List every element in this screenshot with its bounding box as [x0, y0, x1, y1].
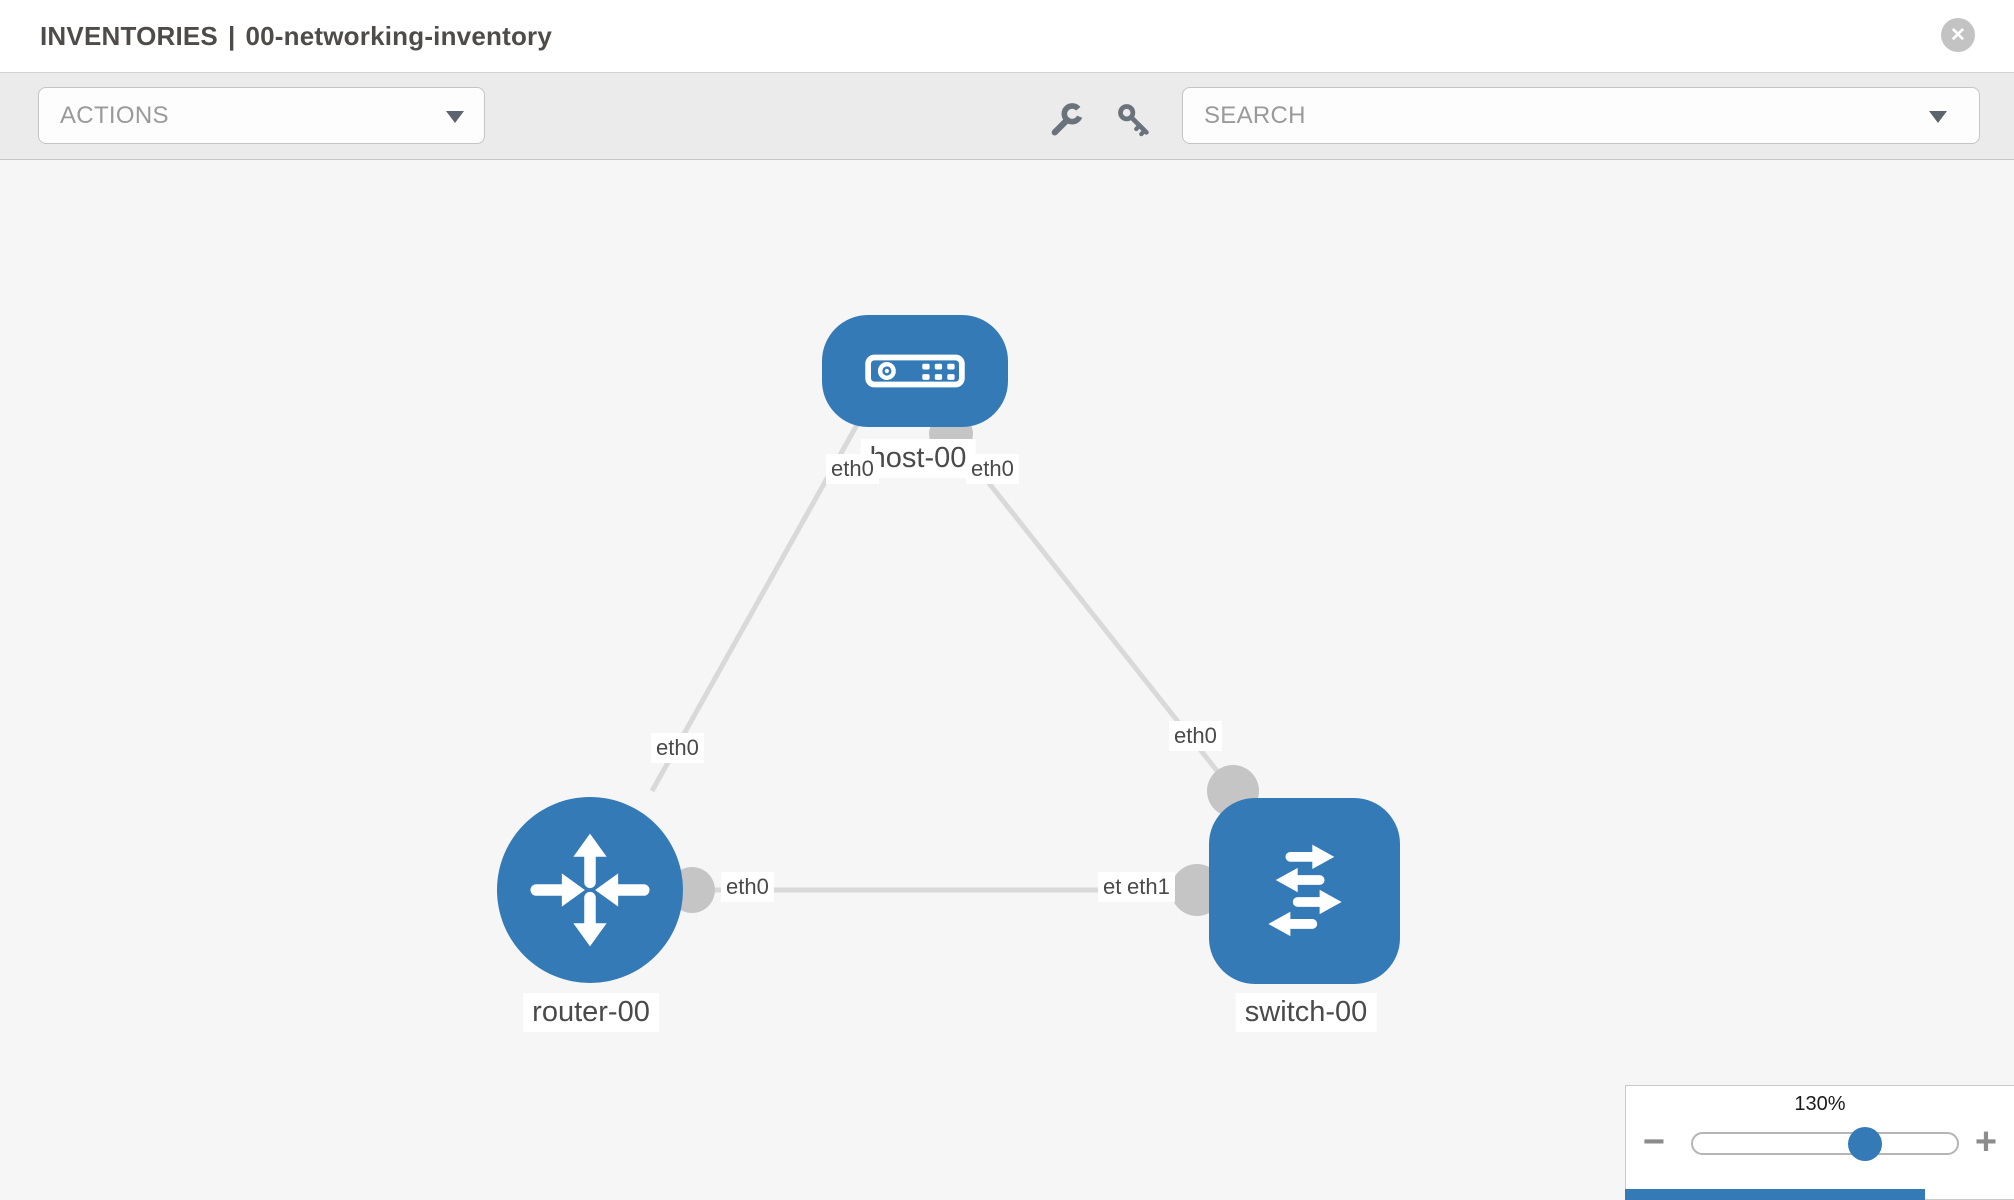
zoom-control-panel: 130% − +: [1625, 1085, 2014, 1200]
interface-label-router-eth0: eth0: [721, 872, 774, 902]
key-button[interactable]: [1112, 98, 1156, 142]
close-button[interactable]: ✕: [1941, 18, 1975, 52]
panel-bottom-accent: [1625, 1189, 1925, 1200]
zoom-out-button[interactable]: −: [1634, 1122, 1674, 1162]
actions-dropdown[interactable]: ACTIONS: [38, 87, 485, 144]
router-icon: [530, 833, 650, 947]
interface-label-switch-eth1: eth1: [1122, 872, 1175, 902]
wrench-icon: [1051, 103, 1084, 136]
page-title-section: INVENTORIES: [40, 20, 218, 51]
interface-label-router-link-eth0: eth0: [651, 733, 704, 763]
page-title: INVENTORIES | 00-networking-inventory: [40, 0, 552, 72]
switch-icon: [1267, 844, 1342, 937]
topology-canvas[interactable]: host-00 router-00 switch-00 eth0 eth0 et…: [0, 161, 2014, 1200]
interface-label-host-eth0-right: eth0: [966, 454, 1019, 484]
topology-links-layer: [649, 412, 1259, 916]
chevron-down-icon: [446, 110, 464, 123]
node-label-router: router-00: [523, 993, 659, 1032]
search-dropdown[interactable]: SEARCH: [1182, 87, 1980, 144]
zoom-slider-knob[interactable]: [1848, 1127, 1882, 1161]
toolbar: ACTIONS SEARCH: [0, 73, 2014, 160]
header-bar: INVENTORIES | 00-networking-inventory ✕: [0, 0, 2014, 73]
zoom-percentage: 130%: [1794, 1093, 1846, 1115]
zoom-in-button[interactable]: +: [1966, 1122, 2006, 1162]
zoom-slider-track[interactable]: [1691, 1127, 1959, 1161]
actions-dropdown-label: ACTIONS: [60, 101, 169, 129]
node-label-switch: switch-00: [1235, 993, 1377, 1032]
interface-label-switch-link-eth0: eth0: [1169, 721, 1222, 751]
interface-label-host-eth0-left: eth0: [826, 454, 879, 484]
close-icon: ✕: [1950, 24, 1966, 46]
page-title-separator: |: [227, 20, 236, 51]
node-router-00[interactable]: [497, 797, 683, 983]
node-switch-00[interactable]: [1209, 798, 1400, 984]
search-placeholder: SEARCH: [1204, 101, 1306, 129]
key-icon: [1118, 104, 1149, 137]
host-icon: [865, 354, 965, 388]
wrench-button[interactable]: [1044, 98, 1088, 142]
inventory-name: 00-networking-inventory: [245, 20, 553, 51]
chevron-down-icon: [1929, 110, 1947, 123]
node-host-00[interactable]: [822, 315, 1008, 427]
node-label-host: host-00: [860, 439, 976, 478]
